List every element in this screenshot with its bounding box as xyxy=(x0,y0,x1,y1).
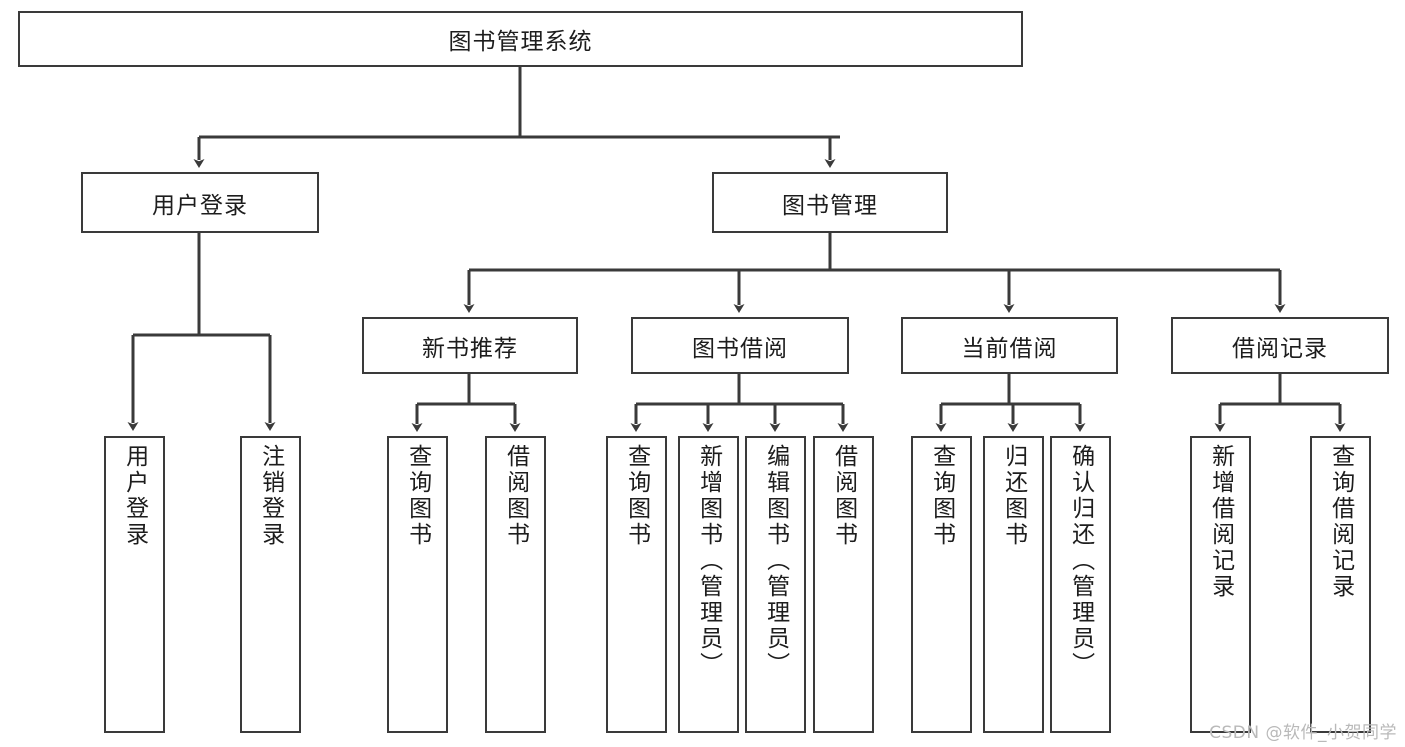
node-borrow-record-label: 借阅记录 xyxy=(1232,335,1328,362)
node-borrow-record[interactable]: 借阅记录 xyxy=(1171,317,1389,374)
node-leaf-query-book-2-label: 查询图书 xyxy=(623,444,650,548)
node-user-login[interactable]: 用户登录 xyxy=(81,172,319,233)
watermark: CSDN @软件_小贺同学 xyxy=(1209,723,1397,743)
node-leaf-confirm-return[interactable]: 确认归还（管理员） xyxy=(1050,436,1111,733)
node-leaf-add-book[interactable]: 新增图书（管理员） xyxy=(678,436,739,733)
node-leaf-user-login[interactable]: 用户登录 xyxy=(104,436,165,733)
node-leaf-user-login-label: 用户登录 xyxy=(121,444,148,548)
node-leaf-edit-book[interactable]: 编辑图书（管理员） xyxy=(745,436,806,733)
node-book-manage-label: 图书管理 xyxy=(782,192,878,219)
node-leaf-return-book-label: 归还图书 xyxy=(1000,444,1027,548)
node-leaf-confirm-return-label: 确认归还（管理员） xyxy=(1067,444,1094,678)
node-book-borrow[interactable]: 图书借阅 xyxy=(631,317,849,374)
node-leaf-borrow-book-2[interactable]: 借阅图书 xyxy=(813,436,874,733)
node-book-borrow-label: 图书借阅 xyxy=(692,335,788,362)
node-leaf-query-book-3[interactable]: 查询图书 xyxy=(911,436,972,733)
node-root[interactable]: 图书管理系统 xyxy=(18,11,1023,67)
node-leaf-query-record-label: 查询借阅记录 xyxy=(1327,444,1354,600)
node-new-book-rec-label: 新书推荐 xyxy=(422,335,518,362)
node-root-label: 图书管理系统 xyxy=(448,29,593,55)
node-current-borrow-label: 当前借阅 xyxy=(961,335,1058,362)
node-leaf-query-book-1[interactable]: 查询图书 xyxy=(387,436,448,733)
node-leaf-query-book-3-label: 查询图书 xyxy=(928,444,955,548)
node-leaf-return-book[interactable]: 归还图书 xyxy=(983,436,1044,733)
node-current-borrow[interactable]: 当前借阅 xyxy=(901,317,1118,374)
node-leaf-query-book-1-label: 查询图书 xyxy=(404,444,431,548)
node-leaf-user-logout-label: 注销登录 xyxy=(257,444,284,548)
node-new-book-rec[interactable]: 新书推荐 xyxy=(362,317,578,374)
node-leaf-query-book-2[interactable]: 查询图书 xyxy=(606,436,667,733)
node-leaf-add-record[interactable]: 新增借阅记录 xyxy=(1190,436,1251,733)
node-leaf-query-record[interactable]: 查询借阅记录 xyxy=(1310,436,1371,733)
node-leaf-edit-book-label: 编辑图书（管理员） xyxy=(762,444,789,678)
node-leaf-add-book-label: 新增图书（管理员） xyxy=(695,444,722,678)
node-leaf-add-record-label: 新增借阅记录 xyxy=(1207,444,1234,600)
node-leaf-borrow-book-1[interactable]: 借阅图书 xyxy=(485,436,546,733)
node-book-manage[interactable]: 图书管理 xyxy=(712,172,948,233)
node-leaf-borrow-book-2-label: 借阅图书 xyxy=(830,444,857,548)
node-leaf-borrow-book-1-label: 借阅图书 xyxy=(502,444,529,548)
node-user-login-label: 用户登录 xyxy=(152,192,248,219)
node-leaf-user-logout[interactable]: 注销登录 xyxy=(240,436,301,733)
